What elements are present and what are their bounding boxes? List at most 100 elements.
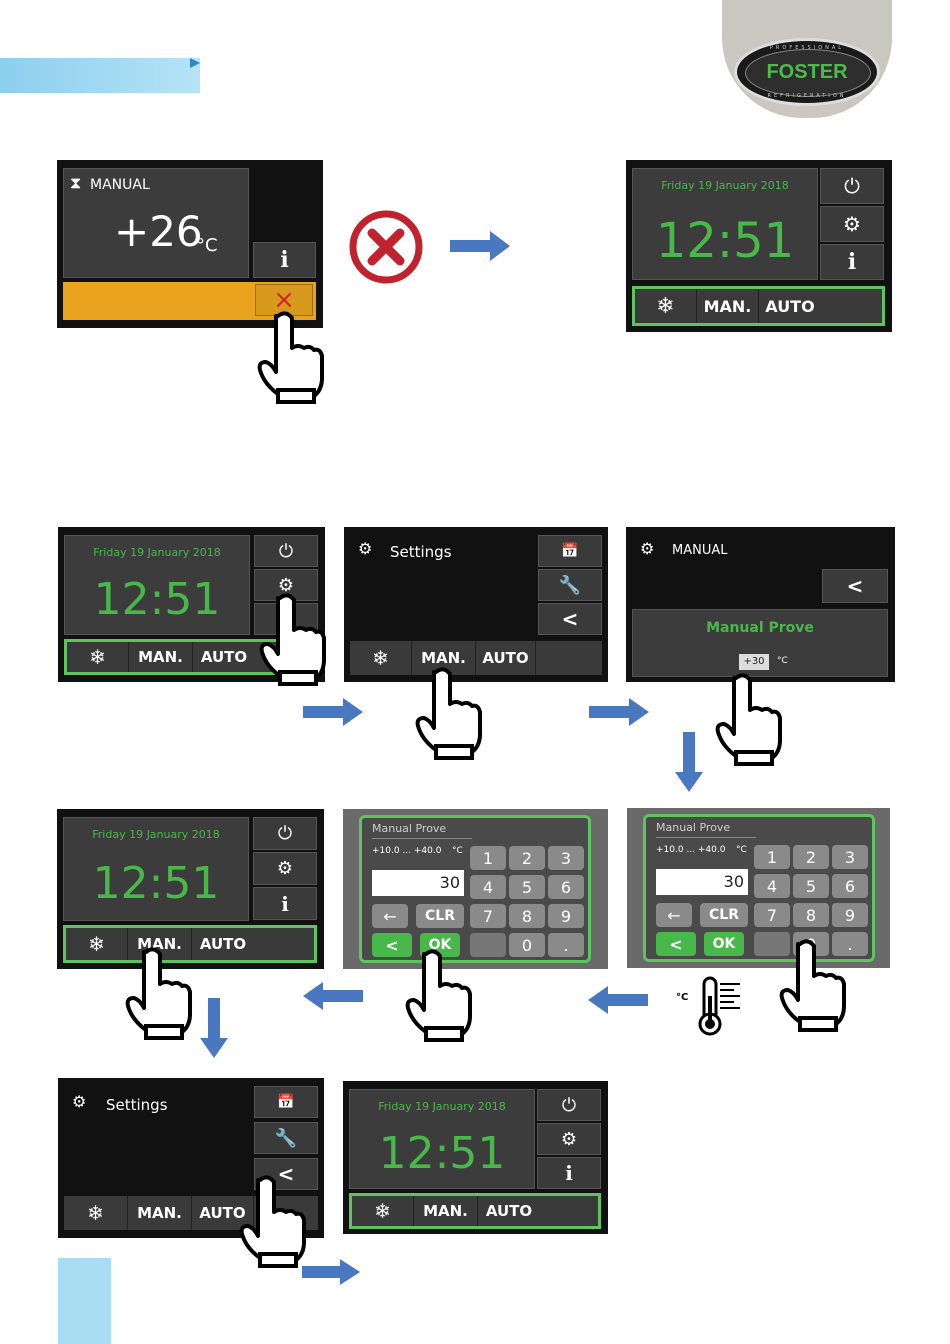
key-2[interactable]: 2 (793, 845, 829, 869)
logo-text: FOSTER (766, 61, 848, 83)
back-button[interactable]: < (538, 603, 602, 635)
key-6[interactable]: 6 (832, 874, 868, 898)
dot-key[interactable]: . (832, 932, 868, 956)
keypad-range: +10.0 ... +40.0 (656, 845, 726, 855)
power-button[interactable]: ⏻ (537, 1089, 601, 1121)
key-8[interactable]: 8 (509, 904, 545, 928)
info-button[interactable]: i (820, 244, 884, 280)
settings-gear-icon: ⚙ (640, 539, 655, 558)
arrow-right-icon (302, 1259, 360, 1285)
power-button[interactable]: ⏻ (253, 817, 317, 850)
snowflake-button[interactable]: ❄ (67, 642, 129, 672)
settings-button[interactable]: ⚙ (820, 206, 884, 242)
key-3[interactable]: 3 (832, 845, 868, 869)
clr-key[interactable]: CLR (700, 903, 748, 927)
manual-mode-button[interactable]: MAN. (697, 289, 759, 323)
info-button[interactable]: i (253, 242, 316, 278)
manual-prove-heading: Manual Prove (706, 620, 814, 636)
header-tab-tick (190, 58, 200, 68)
keypad-screen-1: Manual Prove +10.0 ... +40.0 °C 30 1 2 3… (343, 809, 608, 969)
wrench-button[interactable]: 🔧 (538, 569, 602, 601)
ok-key[interactable]: OK (704, 932, 744, 956)
auto-mode-button[interactable]: AUTO (192, 1196, 254, 1230)
keypad-value-field[interactable]: 30 (372, 870, 464, 896)
key-5[interactable]: 5 (509, 875, 545, 899)
auto-mode-button[interactable]: AUTO (765, 296, 815, 316)
key-9[interactable]: 9 (548, 904, 584, 928)
main-screen-4: Friday 19 January 2018 12:51 ⏻ ⚙ i ❄ MAN… (343, 1081, 608, 1234)
key-2[interactable]: 2 (509, 846, 545, 870)
logo-ring (745, 49, 871, 97)
backspace-key[interactable]: ← (656, 903, 692, 927)
clr-key[interactable]: CLR (416, 904, 464, 928)
manual-temp-box: ⧗ MANUAL +26 °C (63, 168, 249, 278)
settings-button[interactable]: ⚙ (253, 852, 317, 885)
date-label: Friday 19 January 2018 (93, 546, 221, 559)
key-8[interactable]: 8 (793, 903, 829, 927)
auto-mode-button[interactable]: AUTO (485, 1202, 533, 1220)
hand-pointer-icon (779, 939, 846, 1032)
keypad-unit: °C (736, 845, 747, 855)
snowflake-button[interactable]: ❄ (64, 1196, 128, 1230)
arrow-right-icon (303, 698, 363, 726)
back-button[interactable]: < (822, 569, 888, 603)
key-5[interactable]: 5 (793, 874, 829, 898)
key-1[interactable]: 1 (754, 845, 790, 869)
arrow-right-icon (450, 231, 510, 261)
manual-prove-value[interactable]: +30 (739, 654, 769, 670)
wrench-button[interactable]: 🔧 (254, 1122, 318, 1154)
manual-screen: ⧗ MANUAL +26 °C i × (57, 160, 323, 328)
close-alarm-button[interactable]: × (255, 284, 313, 316)
key-3[interactable]: 3 (548, 846, 584, 870)
date-label: Friday 19 January 2018 (378, 1100, 506, 1113)
manual-mode-button[interactable]: MAN. (129, 642, 193, 672)
power-button[interactable]: ⏻ (820, 168, 884, 204)
manual-label: MANUAL (90, 177, 150, 193)
auto-mode-button[interactable]: AUTO (476, 641, 536, 675)
keypad-dialog: Manual Prove +10.0 ... +40.0 °C 30 1 2 3… (359, 815, 591, 963)
key-4[interactable]: 4 (754, 874, 790, 898)
thermometer-icon (698, 976, 740, 1036)
info-button[interactable]: i (537, 1157, 601, 1189)
logo-ring-top: PROFESSIONAL (769, 45, 845, 51)
clock-box: Friday 19 January 2018 12:51 (64, 535, 250, 635)
logo: FOSTER PROFESSIONAL REFRIGERATION (734, 38, 880, 106)
info-button[interactable]: i (253, 887, 317, 920)
key-0[interactable]: 0 (509, 933, 545, 957)
keypad-dialog: Manual Prove +10.0 ... +40.0 °C 30 1 2 3… (643, 814, 875, 962)
manual-mode-button[interactable]: MAN. (412, 641, 476, 675)
date-label: Friday 19 January 2018 (92, 828, 220, 841)
hand-pointer-icon (239, 1175, 306, 1268)
settings-gear-icon: ⚙ (358, 539, 373, 558)
snowflake-button[interactable]: ❄ (66, 928, 128, 960)
dot-key[interactable]: . (548, 933, 584, 957)
key-6[interactable]: 6 (548, 875, 584, 899)
calendar-clock-button[interactable]: 📅 (254, 1086, 318, 1118)
manual-unit: °C (196, 235, 218, 256)
key-1[interactable]: 1 (470, 846, 506, 870)
manual-prove-box: Manual Prove +30 °C (632, 609, 888, 677)
back-key[interactable]: < (656, 932, 696, 956)
snowflake-button[interactable]: ❄ (350, 641, 412, 675)
power-button[interactable]: ⏻ (254, 535, 318, 567)
keypad-value-field[interactable]: 30 (656, 869, 748, 895)
manual-mode-button[interactable]: MAN. (414, 1196, 478, 1226)
key-9[interactable]: 9 (832, 903, 868, 927)
clock-box: Friday 19 January 2018 12:51 (632, 168, 818, 280)
main-screen-1: Friday 19 January 2018 12:51 ⏻ ⚙ i ❄ MAN… (626, 160, 892, 332)
auto-mode-button[interactable]: AUTO (199, 935, 247, 953)
keypad-title-rule (656, 837, 756, 838)
snowflake-button[interactable]: ❄ (635, 289, 697, 323)
settings-button[interactable]: ⚙ (537, 1123, 601, 1155)
auto-mode-button[interactable]: AUTO (200, 648, 248, 666)
key-4[interactable]: 4 (470, 875, 506, 899)
snowflake-button[interactable]: ❄ (352, 1196, 414, 1226)
calendar-clock-button[interactable]: 📅 (538, 535, 602, 567)
time-label: 12:51 (378, 1128, 506, 1179)
manual-mode-button[interactable]: MAN. (128, 1196, 192, 1230)
backspace-key[interactable]: ← (372, 904, 408, 928)
key-7[interactable]: 7 (754, 903, 790, 927)
back-key[interactable]: < (372, 933, 412, 957)
key-7[interactable]: 7 (470, 904, 506, 928)
arrow-right-icon (589, 698, 649, 726)
